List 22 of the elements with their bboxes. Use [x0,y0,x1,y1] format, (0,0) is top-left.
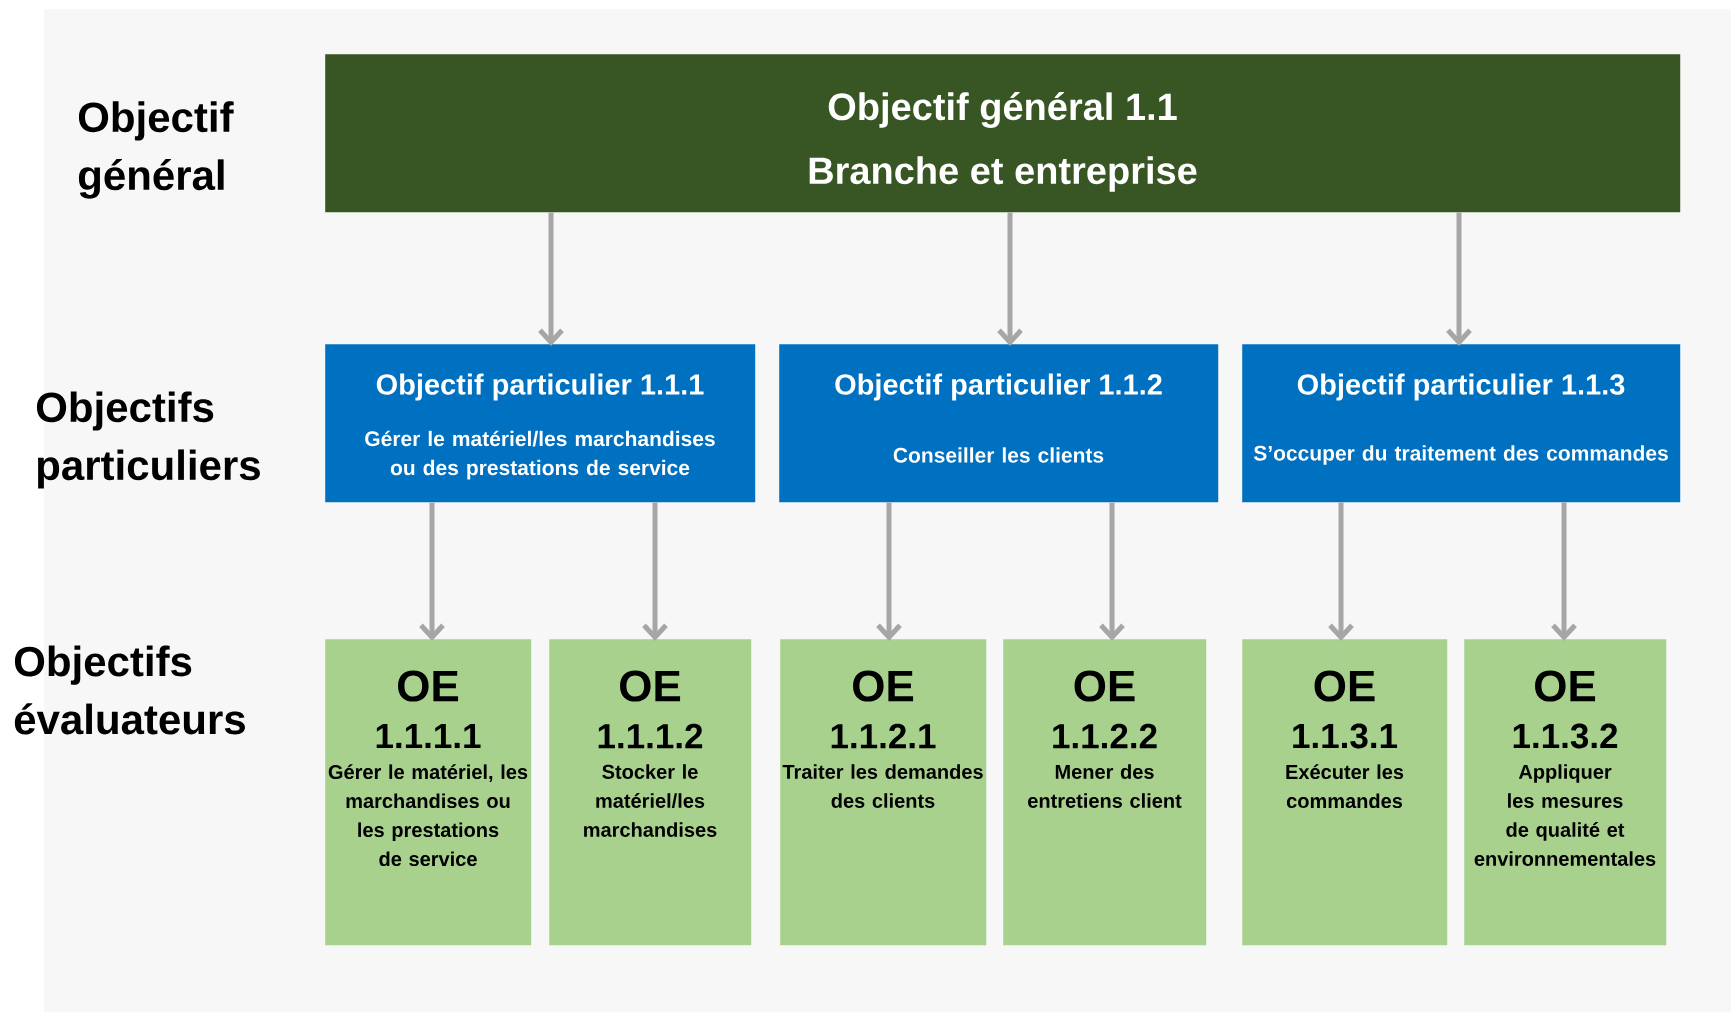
arrow [1551,502,1577,641]
arrow [997,212,1023,346]
evaluation-box: OE 1.1.3.2 Appliquer les mesures de qualité et environnementales [1464,639,1667,946]
goal-box: Objectif général 1.1 Branche et entreprise [325,54,1681,213]
arrow [538,212,564,346]
arrow [876,502,902,641]
arrow [1328,502,1354,641]
row-label: Objectif général [78,101,234,199]
objective-box: Objectif particulier 1.1.3 S’occuper du traitement des commandes [1242,344,1681,503]
evaluation-box: OE 1.1.2.1 Traiter les demandes des clients [780,639,987,946]
row-label: Objectifs évaluateurs [14,645,245,735]
evaluation-box: OE 1.1.2.2 Mener des entretiens client [1003,639,1207,946]
evaluation-box: OE 1.1.1.2 Stocker le matériel/les marchandises [549,639,752,946]
arrow [642,502,668,641]
arrow [419,502,445,641]
objective-box: Objectif particulier 1.1.2 Conseiller les clients [779,344,1219,503]
objective-box: Objectif particulier 1.1.1 Gérer le matériel/les marchandises ou des prestations de service [325,344,756,503]
arrow [1446,212,1472,346]
row-label: Objectifs particuliers [36,391,260,489]
arrow [1099,502,1125,641]
evaluation-box: OE 1.1.1.1 Gérer le matériel, les marchandises ou les prestations de service [325,639,532,946]
evaluation-box: OE 1.1.3.1 Exécuter les commandes [1242,639,1448,946]
